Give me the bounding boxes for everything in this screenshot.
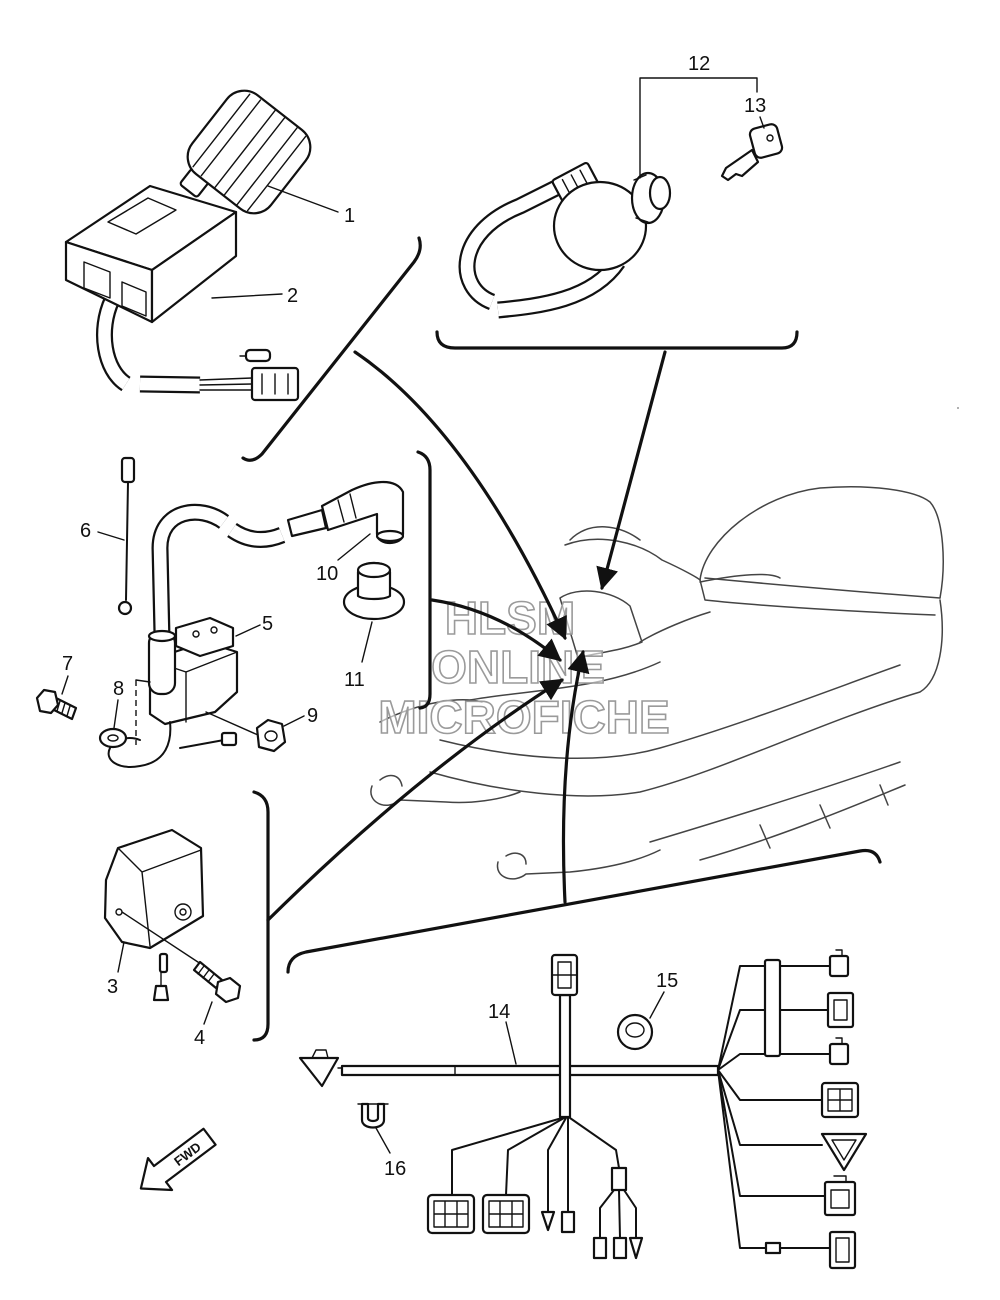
group-pointers	[266, 350, 667, 922]
callout-2: 2	[211, 285, 298, 307]
callout-label-9: 9	[307, 705, 318, 727]
callout-label-7: 7	[62, 653, 73, 675]
callout-10: 10	[316, 533, 371, 585]
callout-3: 3	[107, 941, 125, 998]
harness-grommet-part	[616, 1013, 654, 1051]
callout-label-13: 13	[744, 95, 766, 117]
ignition-coil-part	[107, 503, 286, 768]
callout-1: 1	[267, 185, 355, 227]
plug-grommet-part	[342, 561, 406, 621]
regulator-bolt-part	[192, 960, 242, 1004]
callout-14: 14	[488, 1001, 517, 1065]
callout-label-11: 11	[344, 669, 365, 691]
bracket-box-part	[64, 184, 300, 402]
callout-label-4: 4	[194, 1027, 205, 1049]
callout-9: 9	[283, 705, 318, 727]
watermark: HLSM ONLINE MICROFICHE	[378, 591, 671, 744]
callout-label-3: 3	[107, 976, 118, 998]
callout-7: 7	[61, 653, 73, 695]
callout-12: 12	[639, 53, 758, 179]
callout-label-6: 6	[80, 520, 91, 542]
callout-11: 11	[344, 621, 373, 691]
callout-label-12: 12	[688, 53, 710, 75]
callout-6: 6	[80, 520, 125, 542]
ignition-switch-part	[458, 161, 672, 319]
callout-13: 13	[744, 95, 766, 129]
speck	[957, 407, 959, 409]
callout-5: 5	[235, 613, 273, 637]
snowmobile-outline	[370, 486, 944, 880]
callout-8: 8	[113, 678, 124, 729]
plug-cap-part	[286, 480, 405, 545]
fwd-arrow-icon: FWD	[139, 1127, 217, 1192]
callout-label-10: 10	[316, 563, 338, 585]
key-part	[720, 123, 784, 182]
callout-label-5: 5	[262, 613, 273, 635]
washer-part	[98, 727, 128, 749]
callout-label-1: 1	[344, 205, 355, 227]
cdi-unit-part	[179, 89, 312, 215]
callout-label-14: 14	[488, 1001, 510, 1023]
callout-16: 16	[375, 1127, 406, 1180]
nut-part	[255, 718, 287, 753]
regulator-part	[103, 828, 211, 1002]
bolt-part	[35, 688, 78, 721]
harness-clamp-part	[357, 1102, 389, 1129]
ground-strap-part	[117, 456, 136, 616]
callout-label-2: 2	[287, 285, 298, 307]
callout-label-8: 8	[113, 678, 124, 700]
callout-15: 15	[649, 970, 678, 1019]
watermark-line-3: MICROFICHE	[378, 691, 669, 743]
wire-harness-part	[298, 949, 868, 1270]
callout-label-16: 16	[384, 1158, 406, 1180]
callout-label-15: 15	[656, 970, 678, 992]
callout-4: 4	[194, 1001, 213, 1049]
